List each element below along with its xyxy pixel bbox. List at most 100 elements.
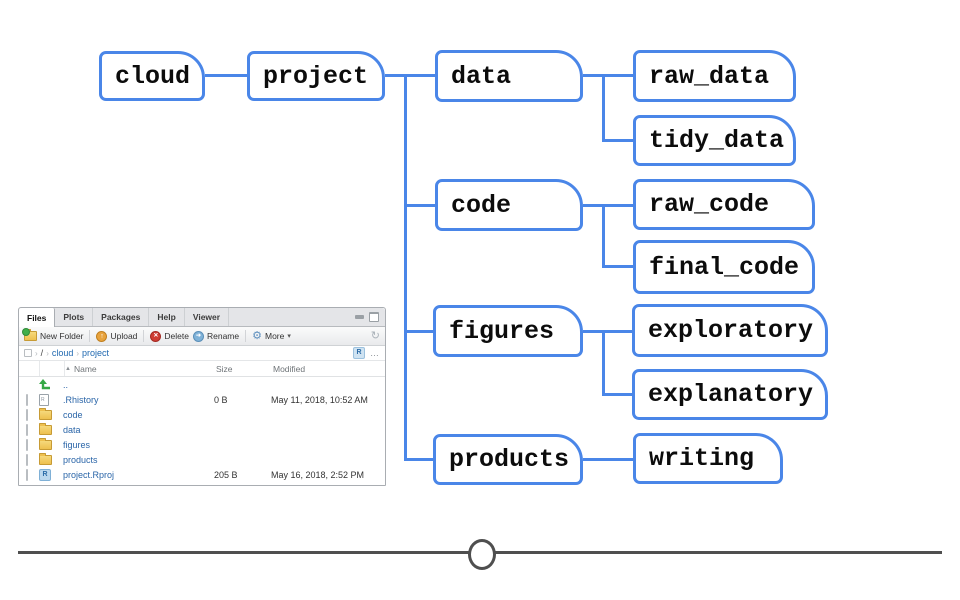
connector-code-rawcode [583, 204, 633, 207]
header-icon-column [40, 361, 65, 376]
node-products: products [433, 434, 583, 485]
connector-data-branch [602, 74, 605, 142]
file-link[interactable]: .Rhistory [63, 394, 99, 405]
new-folder-label: New Folder [40, 331, 84, 341]
row-checkbox[interactable] [26, 453, 28, 466]
connector-figures-explanatory [602, 393, 632, 396]
breadcrumb-project[interactable]: project [82, 348, 110, 358]
connector-code-branch [602, 204, 605, 268]
file-link[interactable]: project.Rproj [63, 469, 115, 480]
node-final-code: final_code [633, 240, 815, 294]
delete-icon: ✕ [150, 330, 162, 342]
connector-cloud-project [205, 74, 247, 77]
chevron-right-icon: › [46, 348, 49, 358]
chevron-down-icon: ▾ [287, 333, 291, 340]
node-label: tidy_data [649, 126, 785, 155]
sort-ascending-icon: ▲ [65, 365, 71, 372]
upload-icon: ↑ [96, 330, 108, 342]
chevron-right-icon: › [76, 348, 80, 358]
delete-label: Delete [164, 331, 189, 341]
row-checkbox[interactable] [26, 438, 28, 451]
node-label: data [451, 61, 512, 91]
node-data: data [435, 50, 583, 102]
node-label: writing [649, 444, 755, 473]
file-row[interactable]: R project.Rproj 205 B May 16, 2018, 2:52… [19, 467, 385, 482]
tab-files[interactable]: Files [19, 308, 56, 327]
folder-link[interactable]: products [63, 454, 98, 465]
connector-figures-branch [602, 330, 605, 396]
file-row-up[interactable]: .. [19, 377, 385, 392]
row-checkbox[interactable] [26, 423, 28, 436]
file-row[interactable]: products [19, 452, 385, 467]
file-list-header: ▲ Name Size Modified [19, 361, 385, 377]
node-label: raw_data [649, 61, 770, 91]
node-figures: figures [433, 305, 583, 357]
connector-products-writing [583, 458, 633, 461]
minimize-icon[interactable] [355, 315, 364, 319]
upload-label: Upload [110, 331, 138, 341]
delete-button[interactable]: ✕ Delete [150, 330, 189, 342]
column-header-name[interactable]: ▲ Name [65, 364, 216, 374]
file-row[interactable]: data [19, 422, 385, 437]
toolbar-separator [143, 330, 145, 342]
row-checkbox[interactable] [26, 468, 28, 481]
file-link[interactable]: .. [63, 379, 69, 390]
column-header-size[interactable]: Size [216, 363, 233, 374]
rename-icon: ➜ [192, 330, 204, 342]
node-label: final_code [649, 252, 800, 282]
connector-trunk-figures [404, 330, 433, 333]
row-checkbox[interactable] [26, 408, 28, 421]
connector-trunk-code [404, 204, 435, 207]
upload-button[interactable]: ↑ Upload [96, 330, 138, 342]
node-tidy-data: tidy_data [633, 115, 796, 166]
slide-divider-circle [468, 539, 496, 570]
files-toolbar: New Folder ↑ Upload ✕ Delete ➜ Rename ⚙ … [19, 327, 385, 346]
folder-icon [39, 452, 52, 465]
rename-label: Rename [206, 331, 240, 341]
connector-trunk [404, 74, 407, 461]
select-all-checkbox[interactable] [24, 349, 32, 357]
node-label: code [451, 190, 512, 220]
node-label: project [263, 61, 369, 91]
file-row[interactable]: figures [19, 437, 385, 452]
connector-project-data [385, 74, 435, 77]
node-label: exploratory [648, 316, 814, 345]
node-explanatory: explanatory [632, 369, 828, 420]
toolbar-separator [89, 330, 91, 342]
file-row[interactable]: .Rhistory 0 B May 11, 2018, 10:52 AM [19, 392, 385, 407]
refresh-icon[interactable]: ↻ [370, 329, 380, 342]
breadcrumb-root[interactable]: / [40, 348, 44, 358]
r-project-badge-icon[interactable]: R [353, 347, 365, 359]
tab-packages[interactable]: Packages [93, 308, 150, 326]
more-button[interactable]: ⚙ More ▾ [252, 329, 291, 342]
breadcrumb-cloud[interactable]: cloud [51, 348, 74, 358]
node-exploratory: exploratory [632, 304, 828, 357]
folder-link[interactable]: code [63, 409, 83, 420]
column-header-modified[interactable]: Modified [273, 363, 306, 374]
gear-icon: ⚙ [252, 329, 262, 342]
node-raw-code: raw_code [633, 179, 815, 230]
rename-button[interactable]: ➜ Rename [192, 330, 240, 342]
connector-figures-exploratory [583, 330, 632, 333]
connector-data-rawdata [583, 74, 633, 77]
node-raw-data: raw_data [633, 50, 796, 102]
tab-plots[interactable]: Plots [55, 308, 94, 326]
node-label: products [449, 445, 570, 474]
node-label: explanatory [648, 380, 814, 409]
more-options-icon[interactable]: … [370, 348, 380, 358]
maximize-icon[interactable] [369, 312, 379, 322]
folder-link[interactable]: figures [63, 439, 91, 450]
tab-viewer[interactable]: Viewer [185, 308, 230, 326]
row-checkbox[interactable] [26, 393, 28, 406]
folder-link[interactable]: data [63, 424, 81, 435]
node-code: code [435, 179, 583, 231]
more-label: More [265, 331, 285, 341]
tab-help[interactable]: Help [149, 308, 185, 326]
node-label: raw_code [649, 190, 770, 219]
new-folder-button[interactable]: New Folder [22, 328, 84, 341]
node-project: project [247, 51, 385, 101]
r-history-file-icon [39, 393, 49, 406]
file-row[interactable]: code [19, 407, 385, 422]
new-folder-icon [22, 328, 37, 341]
